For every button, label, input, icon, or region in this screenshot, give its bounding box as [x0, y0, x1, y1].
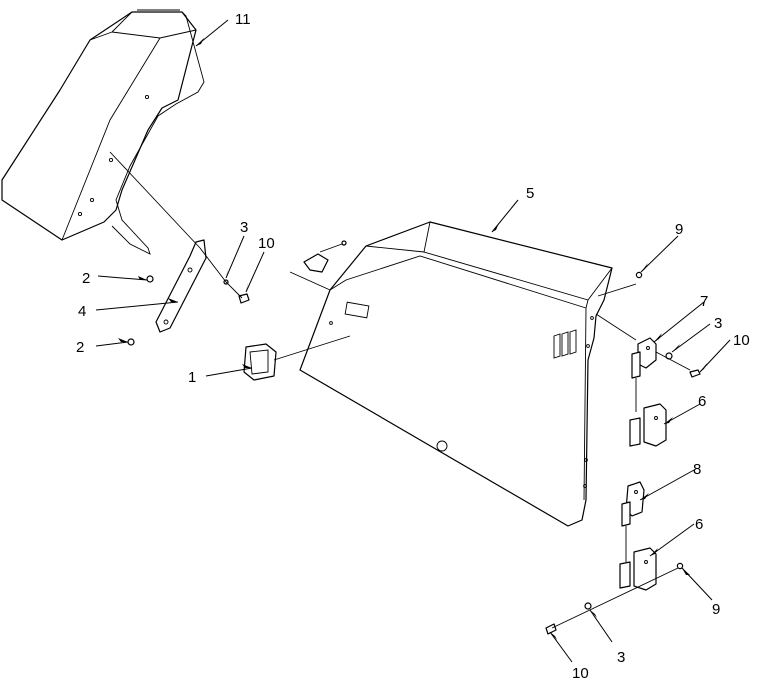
- part-11-hood: [1, 9, 205, 255]
- callout-11: 11: [235, 11, 251, 28]
- assembly-lines: [109, 151, 691, 629]
- callout-4: 4: [78, 303, 86, 320]
- part-5-panel: [299, 221, 613, 527]
- callout-2-lower: 2: [76, 339, 84, 356]
- callout-labels: 11 5 9 3 10 2 4 2 1 7 3 10 6 8 6 9 10 3: [76, 11, 750, 682]
- small-bracket: [289, 240, 347, 291]
- callout-8: 8: [693, 461, 701, 478]
- part-8-hinge-leaf: [621, 481, 645, 562]
- part-6-hinge-lower: [619, 547, 657, 591]
- callout-5: 5: [526, 185, 534, 202]
- part-7-hinge-leaf: [631, 337, 657, 412]
- callout-3-right: 3: [714, 315, 722, 332]
- part-2-knob-lower: [127, 338, 135, 346]
- callout-3-left: 3: [240, 219, 248, 236]
- part-1-latch: [243, 343, 277, 381]
- callout-9-upper: 9: [675, 221, 683, 238]
- callout-10-right: 10: [733, 332, 750, 349]
- screw-hardware: [223, 271, 701, 635]
- callout-10-left: 10: [258, 235, 275, 252]
- callout-10-bottom: 10: [572, 665, 589, 682]
- callout-3-bottom: 3: [617, 649, 625, 666]
- callout-2-upper: 2: [82, 270, 90, 287]
- callout-6-lower: 6: [695, 516, 703, 533]
- callout-9-lower: 9: [712, 601, 720, 618]
- callout-6-upper: 6: [698, 393, 706, 410]
- part-2-knob-upper: [146, 275, 154, 283]
- callout-1: 1: [188, 369, 196, 386]
- part-6-hinge-upper: [629, 403, 667, 447]
- leader-lines: [95, 19, 731, 663]
- part-4-strip: [155, 239, 207, 333]
- callout-7: 7: [700, 293, 708, 310]
